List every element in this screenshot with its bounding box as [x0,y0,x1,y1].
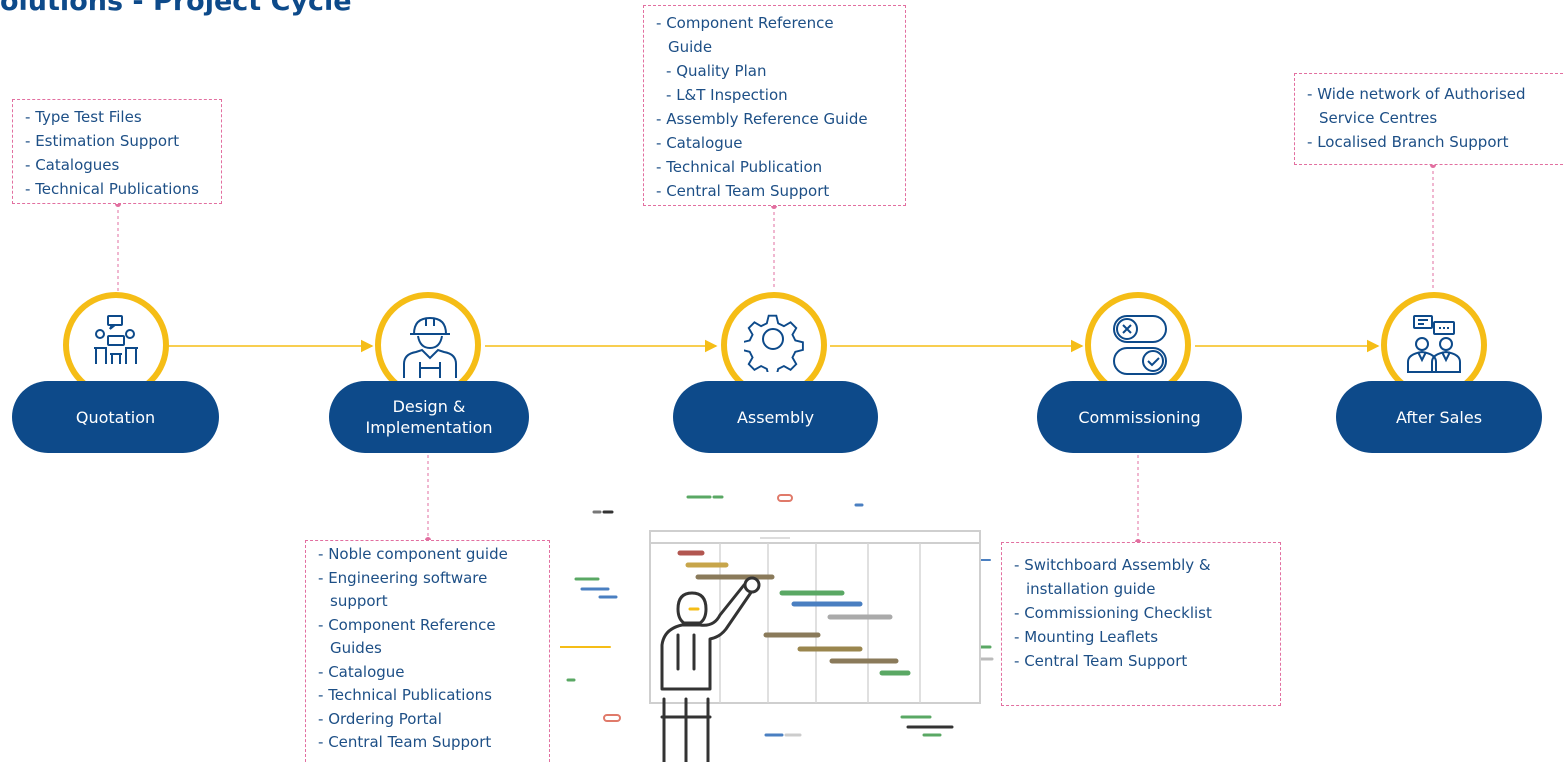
quotation-info-box: Type Test Files Estimation Support Catal… [12,99,222,204]
list-item: Engineering software support [318,567,520,614]
assembly-icon-circle [721,292,827,398]
page-title: olutions - Project Cycle [0,0,352,17]
stage-label: Quotation [75,407,156,427]
list-item: Switchboard Assembly & installation guid… [1014,553,1256,601]
list-item: Catalogues [25,153,213,177]
stage-label: After Sales [1395,407,1483,427]
commissioning-icon-circle [1085,292,1191,398]
list-item: Assembly Reference Guide [656,107,897,131]
list-item: Catalogue [318,661,541,685]
list-item: Wide network of Authorised Service Centr… [1307,82,1555,130]
design-icon-circle [375,292,481,398]
list-item: Noble component guide [318,543,541,567]
quotation-icon-circle [63,292,169,398]
stage-after-sales: After Sales [1336,381,1542,453]
list-item: Technical Publications [318,684,541,708]
stage-commissioning: Commissioning [1037,381,1242,453]
stage-label: Design & Implementation [365,397,493,437]
list-item: Central Team Support [1014,649,1272,673]
list-item: Commissioning Checklist [1014,601,1272,625]
stage-quotation: Quotation [12,381,219,453]
stage-label: Commissioning [1078,407,1201,427]
toggle-switches-icon [1113,315,1167,375]
meeting-icon [94,315,138,364]
gear-icon [744,314,804,372]
list-item: Component Reference Guides [318,614,520,661]
support-people-icon [1407,315,1461,373]
list-item: Ordering Portal [318,708,541,732]
stage-design-implementation: Design & Implementation [329,381,529,453]
list-item: Central Team Support [656,179,897,203]
list-item: Catalogue [656,131,897,155]
list-item: Localised Branch Support [1307,130,1555,154]
design-info-box: Noble component guide Engineering softwa… [305,540,550,762]
after-sales-icon-circle [1381,292,1487,398]
assembly-info-box: Component Reference Guide Quality Plan L… [643,5,906,206]
commissioning-info-box: Switchboard Assembly & installation guid… [1001,542,1281,706]
gantt-planning-illustration [560,494,994,762]
list-item: L&T Inspection [666,83,897,107]
list-item: Mounting Leaflets [1014,625,1272,649]
stage-label: Assembly [736,407,815,427]
list-item: Technical Publication [656,155,897,179]
list-item: Component Reference Guide [656,11,868,59]
list-item: Quality Plan [666,59,897,83]
list-item: Technical Publications [25,177,213,201]
after-sales-info-box: Wide network of Authorised Service Centr… [1294,73,1563,165]
list-item: Type Test Files [25,105,213,129]
list-item: Central Team Support [318,731,541,755]
stage-assembly: Assembly [673,381,878,453]
worker-icon [403,316,457,378]
list-item: Estimation Support [25,129,213,153]
